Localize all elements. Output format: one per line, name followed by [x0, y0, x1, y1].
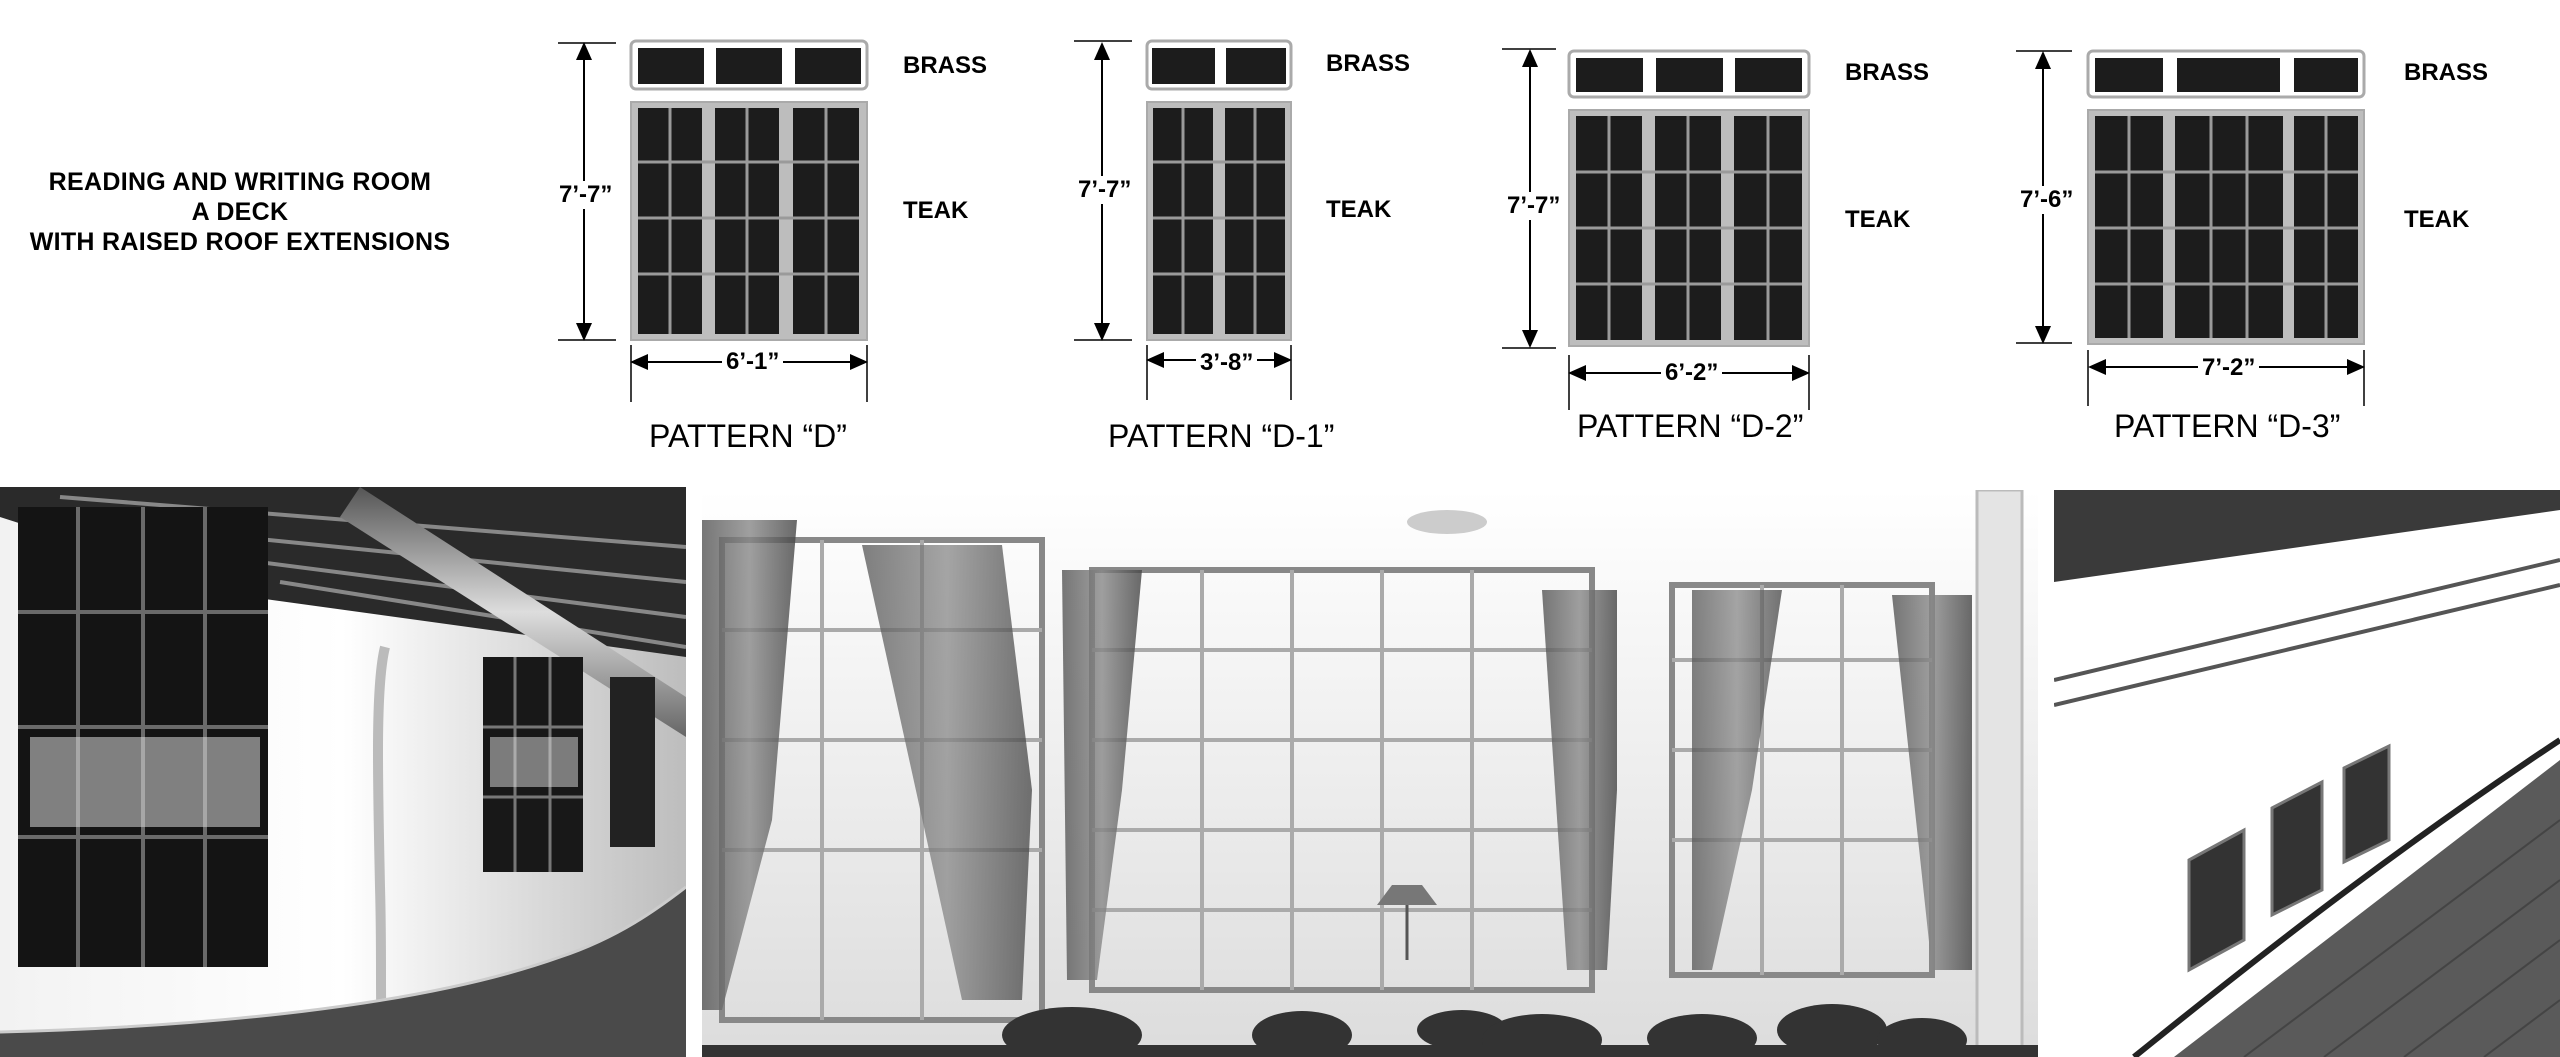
- pattern-d: [558, 39, 869, 402]
- pattern-d-teak-label: TEAK: [903, 197, 969, 224]
- pattern-d-height: 7’-7”: [557, 181, 615, 209]
- pattern-d-3-height: 7’-6”: [2018, 186, 2076, 214]
- pattern-d-1-width: 3’-8”: [1196, 349, 1258, 377]
- pattern-d-3: [2016, 49, 2366, 406]
- pattern-d-label: PATTERN “D”: [649, 418, 847, 454]
- title-line-1: READING AND WRITING ROOM: [48, 168, 432, 196]
- pattern-d-1-height: 7’-7”: [1076, 176, 1134, 204]
- window-patterns-diagram: [558, 39, 2366, 410]
- pattern-d-2-height: 7’-7”: [1505, 192, 1563, 220]
- pattern-d-1-label: PATTERN “D-1”: [1108, 418, 1335, 454]
- reading-room-interior-photo: [702, 490, 2038, 1057]
- pattern-d-3-brass-label: BRASS: [2404, 59, 2489, 86]
- pattern-d-2-width: 6’-2”: [1661, 359, 1723, 387]
- pattern-d-1-teak-label: TEAK: [1326, 196, 1392, 223]
- pattern-d-2-label: PATTERN “D-2”: [1577, 408, 1804, 444]
- pattern-d-brass-label: BRASS: [903, 52, 988, 79]
- pattern-d-2-teak-label: TEAK: [1845, 206, 1911, 233]
- title-line-3: WITH RAISED ROOF EXTENSIONS: [29, 228, 451, 256]
- exterior-promenade-photo: [0, 487, 686, 1057]
- pattern-d-1: [1074, 39, 1293, 400]
- pattern-d-3-teak-label: TEAK: [2404, 206, 2470, 233]
- title-line-2: A DECK: [191, 198, 289, 226]
- pattern-d-2-brass-label: BRASS: [1845, 59, 1930, 86]
- pattern-d-width: 6’-1”: [722, 348, 784, 376]
- pattern-d-2: [1502, 48, 1811, 410]
- pattern-d-3-label: PATTERN “D-3”: [2114, 408, 2341, 444]
- hull-exterior-photo: [2054, 490, 2560, 1057]
- pattern-d-1-brass-label: BRASS: [1326, 50, 1411, 77]
- pattern-d-3-width: 7’-2”: [2198, 354, 2260, 382]
